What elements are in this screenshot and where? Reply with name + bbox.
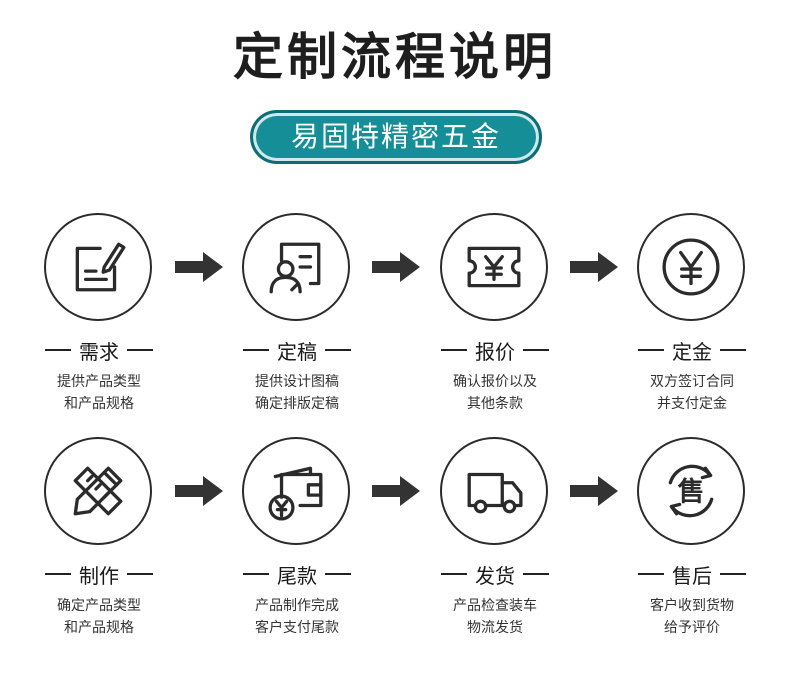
step-title: 定稿 [212,337,382,364]
pencil-ruler-icon [73,466,123,516]
step-title: 制作 [14,561,184,588]
step-title: 定金 [607,337,777,364]
step-description: 产品制作完成客户支付尾款 [255,598,339,636]
delivery-truck-icon [467,472,523,514]
arrow-icon [570,476,618,506]
page-title: 定制流程说明 [233,28,557,86]
after-sales-cycle-icon: 售 [668,464,714,518]
step-circle [440,213,548,321]
svg-text:售: 售 [678,475,705,507]
designer-document-icon [269,242,321,294]
step-circle [242,437,350,545]
step-description: 确定产品类型和产品规格 [57,598,141,636]
arrow-icon [372,476,420,506]
step-title: 发货 [410,561,580,588]
price-ticket-icon [467,246,521,288]
step-circle: 售 [637,437,745,545]
step-title: 尾款 [212,561,382,588]
arrow-icon [175,476,223,506]
wallet-yen-icon [268,466,323,521]
step-description: 提供设计图稿确定排版定稿 [255,374,339,412]
yen-coin-icon [662,238,720,296]
step-description: 双方签订合同并支付定金 [650,374,734,412]
step-description: 产品检查装车物流发货 [453,598,537,636]
arrow-icon [175,252,223,282]
step-circle [44,213,152,321]
step-circle [242,213,350,321]
step-circle [44,437,152,545]
step-circle [440,437,548,545]
step-title: 报价 [410,337,580,364]
company-badge: 易固特精密五金 [250,110,542,164]
edit-document-icon [75,242,126,292]
step-description: 提供产品类型和产品规格 [57,374,141,412]
step-description: 客户收到货物给予评价 [650,598,734,636]
step-title: 需求 [14,337,184,364]
arrow-icon [570,252,618,282]
arrow-icon [372,252,420,282]
step-circle [637,213,745,321]
step-description: 确认报价以及其他条款 [453,374,537,412]
step-title: 售后 [607,561,777,588]
